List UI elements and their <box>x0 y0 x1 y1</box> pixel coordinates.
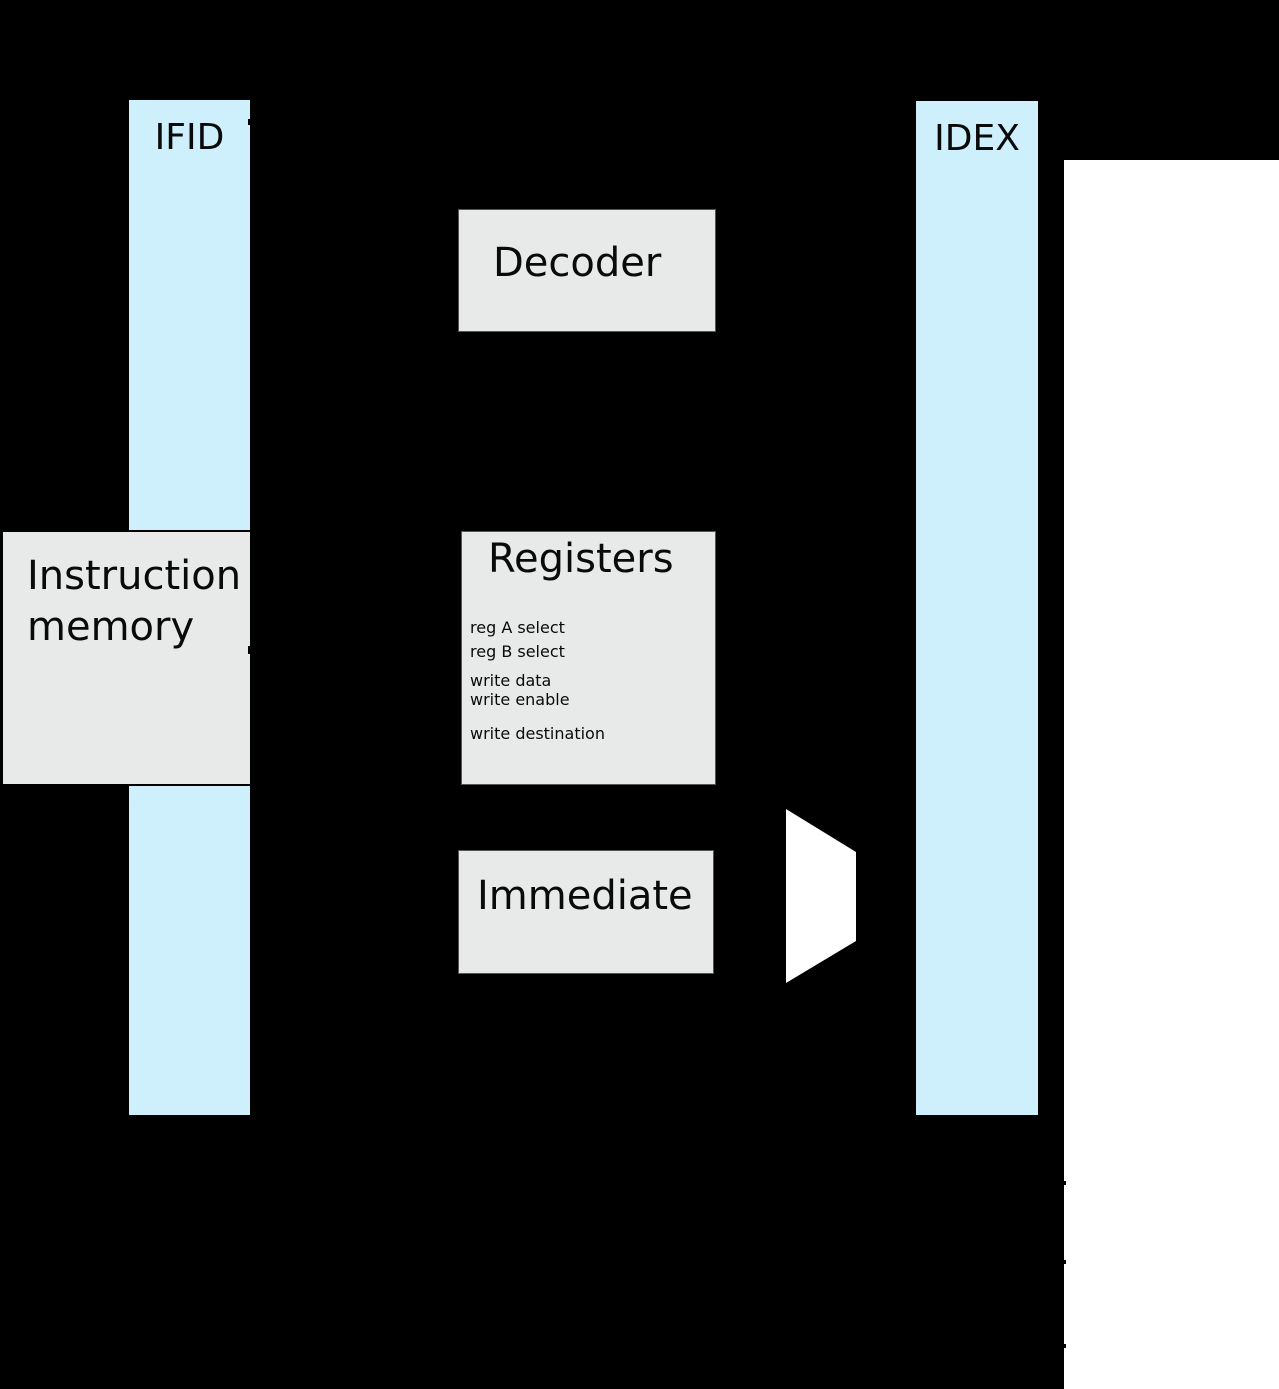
wire-stub-panel-3 <box>1061 1344 1066 1348</box>
wire-stub-panel-1 <box>1061 1181 1066 1185</box>
immediate-label: Immediate <box>477 873 693 919</box>
port-write-data: write data <box>470 671 552 690</box>
wire-stub-instruction-memory-output <box>248 646 254 654</box>
wire-stub-panel-2 <box>1061 1260 1066 1264</box>
mux-shape <box>786 809 856 983</box>
ifid-label: IFID <box>154 117 225 158</box>
immediate-block: Immediate <box>458 850 714 974</box>
decoder-label: Decoder <box>493 240 662 286</box>
instruction-memory-label-line1: Instruction <box>27 553 242 599</box>
port-reg-a-select: reg A select <box>470 618 565 637</box>
decoder-block: Decoder <box>458 209 716 332</box>
instruction-memory-label: Instruction memory <box>3 551 250 653</box>
port-write-enable: write enable <box>470 690 570 709</box>
mux-trapezoid-icon <box>786 809 856 983</box>
wire-stub-ifid-output <box>248 119 254 125</box>
idex-label: IDEX <box>934 118 1020 159</box>
instruction-memory-label-line2: memory <box>27 604 195 650</box>
registers-block: Registers reg A select reg B select writ… <box>461 531 716 785</box>
registers-title: Registers <box>488 536 674 582</box>
port-reg-b-select: reg B select <box>470 642 565 661</box>
instruction-memory-block: Instruction memory <box>1 530 252 786</box>
side-panel <box>1064 160 1279 1389</box>
port-write-destination: write destination <box>470 724 605 743</box>
idex-register-bar: IDEX <box>915 100 1039 1116</box>
